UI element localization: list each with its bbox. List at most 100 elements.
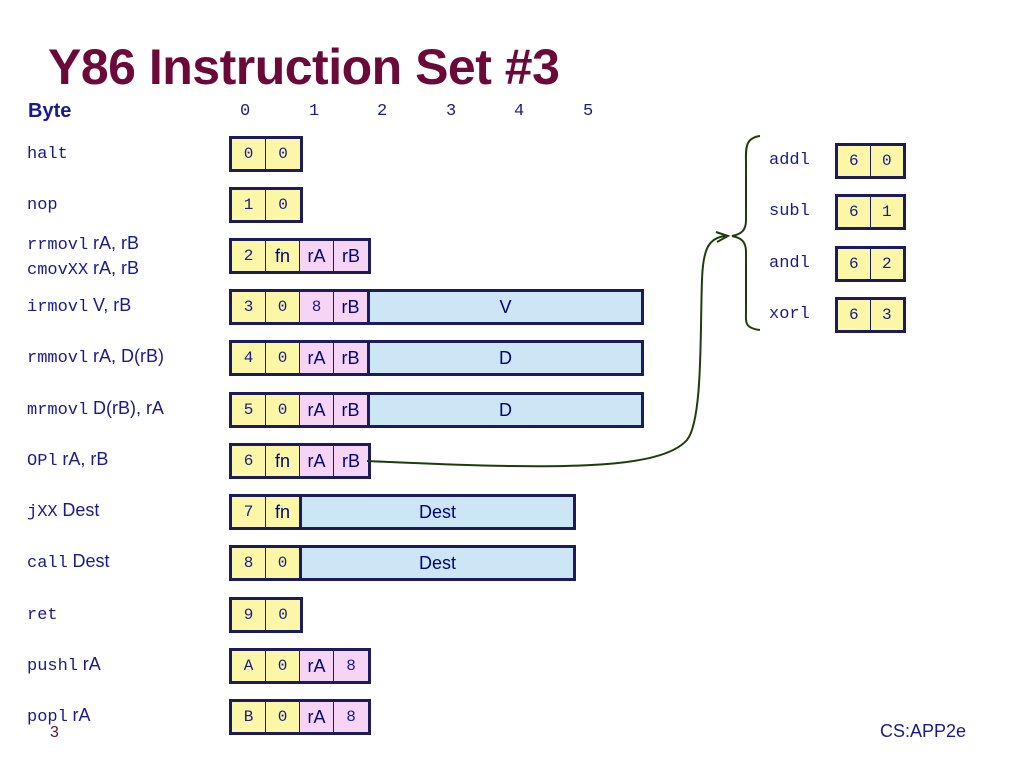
instruction-mnemonic: popl [27,708,68,727]
byte-index-5: 5 [583,102,594,121]
op-name-xorl: xorl [769,305,810,324]
instruction-mnemonic: jXX [27,503,58,522]
instruction-line: jXX Dest [27,499,99,524]
byte-label: Byte [28,100,72,122]
encoding-cell: 0 [266,395,300,425]
instruction-label-irmovl: irmovl V, rB [27,294,131,319]
instruction-label-nop: nop [27,192,58,217]
encoding-cell: rB [334,292,368,322]
instruction-line: halt [27,141,68,166]
op-encoding-cell: 1 [870,197,903,227]
encoding-cell: 0 [266,548,300,578]
instruction-mnemonic: nop [27,196,58,215]
instruction-line: call Dest [27,550,110,575]
instruction-label-call: call Dest [27,550,110,575]
instruction-line: rmmovl rA, D(rB) [27,345,164,370]
instruction-label-opl: OPl rA, rB [27,448,108,473]
instruction-mnemonic: rmmovl [27,349,89,368]
encoding-cell: 0 [266,292,300,322]
instruction-label-rmmovl: rmmovl rA, D(rB) [27,345,164,370]
encoding-field-d: D [368,343,641,373]
encoding-cell: 0 [266,600,300,630]
instruction-line: irmovl V, rB [27,294,131,319]
instruction-mnemonic: mrmovl [27,401,89,420]
instruction-line: ret [27,602,58,627]
instruction-line: popl rA [27,704,91,729]
footer-label: CS:APP2e [879,721,966,741]
instruction-operands: rA, rB [92,258,139,278]
encoding-cell: 8 [334,702,368,732]
instruction-line: nop [27,192,58,217]
encoding-cell: 2 [232,241,266,271]
encoding-cell: 8 [334,651,368,681]
encoding-cell: rA [300,651,334,681]
instruction-mnemonic: pushl [27,657,79,676]
encoding-cell: rA [300,395,334,425]
encoding-cell: fn [266,497,300,527]
encoding-cell: A [232,651,266,681]
instruction-mnemonic: halt [27,145,68,164]
op-encoding-cell: 3 [870,300,903,330]
instruction-mnemonic: OPl [27,452,58,471]
op-brace [731,135,761,331]
op-arrowhead [715,231,731,243]
encoding-cell: rB [334,343,368,373]
instruction-label-popl: popl rA [27,704,91,729]
encoding-cell: 0 [266,190,300,220]
byte-index-3: 3 [446,102,457,121]
encoding-cell: 1 [232,190,266,220]
op-name-subl: subl [769,202,810,221]
instruction-mnemonic: rrmovl [27,236,89,255]
instruction-mnemonic: cmovXX [27,261,89,280]
op-encoding-cell: 6 [838,197,871,227]
op-encoding-cell: 2 [870,249,903,279]
byte-index-0: 0 [240,102,251,121]
encoding-cell: B [232,702,266,732]
instruction-label-jxx: jXX Dest [27,499,99,524]
encoding-cell: 9 [232,600,266,630]
encoding-cell: 7 [232,497,266,527]
encoding-cell: 0 [266,702,300,732]
encoding-cell: 6 [232,446,266,476]
encoding-cell: rA [300,446,334,476]
op-connector-line [366,235,726,468]
op-encoding-cell: 6 [838,146,871,176]
instruction-mnemonic: ret [27,606,58,625]
op-encoding-cell: 6 [838,300,871,330]
encoding-field-d: D [368,395,641,425]
encoding-cell: 8 [300,292,334,322]
encoding-cell: rB [334,446,368,476]
instruction-operands: rA [82,654,101,674]
op-encoding-cell: 6 [838,249,871,279]
instruction-operands: rA, rB [62,449,109,469]
instruction-label-mrmovl: mrmovl D(rB), rA [27,397,164,422]
instruction-label-ret: ret [27,602,58,627]
instruction-line: mrmovl D(rB), rA [27,397,164,422]
encoding-cell: 8 [232,548,266,578]
instruction-operands: Dest [62,500,100,520]
encoding-cell: 5 [232,395,266,425]
instruction-label-pushl: pushl rA [27,653,101,678]
instruction-operands: rA, rB [92,233,139,253]
encoding-field-v: V [368,292,641,322]
instruction-line: OPl rA, rB [27,448,108,473]
op-name-andl: andl [769,254,810,273]
instruction-line: rrmovl rA, rB [27,232,139,257]
encoding-cell: rA [300,702,334,732]
